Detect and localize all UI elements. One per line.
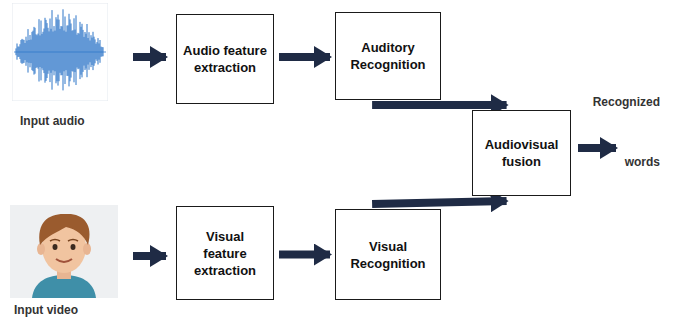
flow-arrow [372, 101, 507, 109]
input-arrow [133, 53, 166, 61]
flow-arrow [372, 201, 507, 204]
box-label: Visual feature extraction [183, 228, 267, 279]
process-box: Visual feature extraction [176, 206, 274, 300]
caption-label: Input video [14, 302, 114, 318]
process-box: Audiovisual fusion [472, 110, 571, 196]
process-box: Auditory Recognition [335, 12, 441, 100]
box-label: Visual Recognition [342, 238, 434, 272]
process-box: Visual Recognition [335, 209, 441, 300]
caption-label: Recognized words [580, 72, 660, 192]
box-label: Audio feature extraction [183, 42, 267, 76]
output-arrow [578, 144, 616, 152]
face-illustration [10, 205, 118, 298]
box-label: Audiovisual fusion [479, 136, 564, 170]
input-arrow [133, 252, 166, 260]
box-label: Auditory Recognition [342, 39, 434, 73]
caption-label: Input audio [20, 113, 110, 129]
flow-arrow [279, 53, 330, 61]
process-box: Audio feature extraction [176, 14, 274, 104]
audio-waveform [12, 3, 108, 101]
flow-arrow [279, 251, 330, 259]
